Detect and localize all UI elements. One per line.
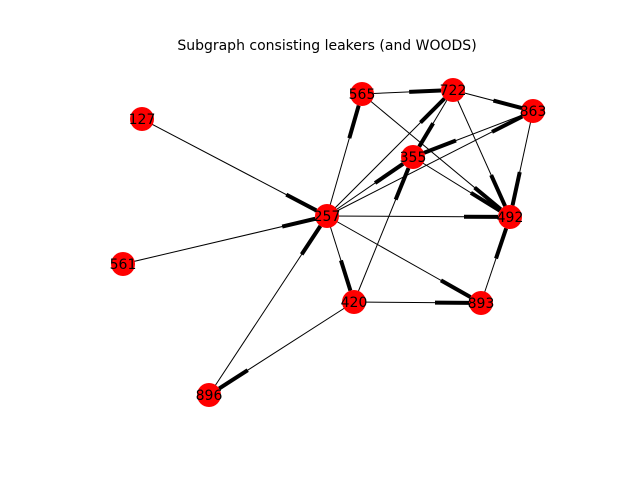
node-label: 492 bbox=[497, 210, 524, 226]
node-circle bbox=[130, 107, 154, 131]
edge-355-492 bbox=[412, 156, 511, 218]
edge-722-863 bbox=[452, 89, 534, 112]
node-565: 565 bbox=[349, 82, 376, 106]
edge-561-257 bbox=[122, 215, 328, 265]
edge-257-893 bbox=[326, 215, 482, 304]
edge-257-355 bbox=[326, 156, 414, 217]
edge-565-722 bbox=[361, 88, 454, 95]
node-circle bbox=[498, 205, 522, 229]
edge-722-355 bbox=[412, 89, 454, 158]
node-893: 893 bbox=[468, 291, 495, 315]
edge-863-355 bbox=[412, 110, 534, 158]
node-127: 127 bbox=[129, 107, 156, 131]
node-492: 492 bbox=[497, 205, 524, 229]
node-circle bbox=[315, 204, 339, 228]
node-label: 420 bbox=[341, 295, 368, 311]
edge-257-420 bbox=[326, 215, 355, 303]
node-722: 722 bbox=[440, 78, 467, 102]
node-863: 863 bbox=[520, 99, 547, 123]
node-circle bbox=[342, 290, 366, 314]
nodes-layer: 127 565 722 863 355 257 492 561 420 893 896 bbox=[110, 78, 547, 407]
edge-565-492 bbox=[361, 93, 511, 218]
node-circle bbox=[521, 99, 545, 123]
node-circle bbox=[350, 82, 374, 106]
edge-420-893 bbox=[353, 300, 482, 305]
edge-896-257 bbox=[208, 215, 328, 396]
node-257: 257 bbox=[314, 204, 341, 228]
edge-257-565 bbox=[326, 93, 363, 217]
node-label: 863 bbox=[520, 104, 547, 120]
node-label: 565 bbox=[349, 87, 376, 103]
edge-722-492 bbox=[452, 89, 511, 218]
node-label: 896 bbox=[196, 388, 223, 404]
node-355: 355 bbox=[400, 145, 427, 169]
node-circle bbox=[441, 78, 465, 102]
node-label: 127 bbox=[129, 112, 156, 128]
edge-257-722 bbox=[326, 89, 454, 217]
node-circle bbox=[401, 145, 425, 169]
node-label: 722 bbox=[440, 83, 467, 99]
node-896: 896 bbox=[196, 383, 223, 407]
node-420: 420 bbox=[341, 290, 368, 314]
edge-863-492 bbox=[509, 110, 534, 218]
edge-257-492 bbox=[326, 214, 511, 219]
node-circle bbox=[469, 291, 493, 315]
edge-893-492 bbox=[480, 216, 511, 304]
edge-127-257 bbox=[141, 118, 328, 217]
node-561: 561 bbox=[110, 252, 137, 276]
figure-title: Subgraph consisting leakers (and WOODS) bbox=[177, 38, 476, 54]
node-circle bbox=[197, 383, 221, 407]
node-label: 257 bbox=[314, 209, 341, 225]
node-label: 893 bbox=[468, 296, 495, 312]
edge-420-896 bbox=[208, 301, 355, 396]
edges-layer bbox=[122, 88, 534, 396]
edge-257-863 bbox=[326, 110, 534, 217]
node-circle bbox=[111, 252, 135, 276]
node-label: 561 bbox=[110, 257, 137, 273]
node-label: 355 bbox=[400, 150, 427, 166]
edge-420-355 bbox=[353, 156, 414, 303]
